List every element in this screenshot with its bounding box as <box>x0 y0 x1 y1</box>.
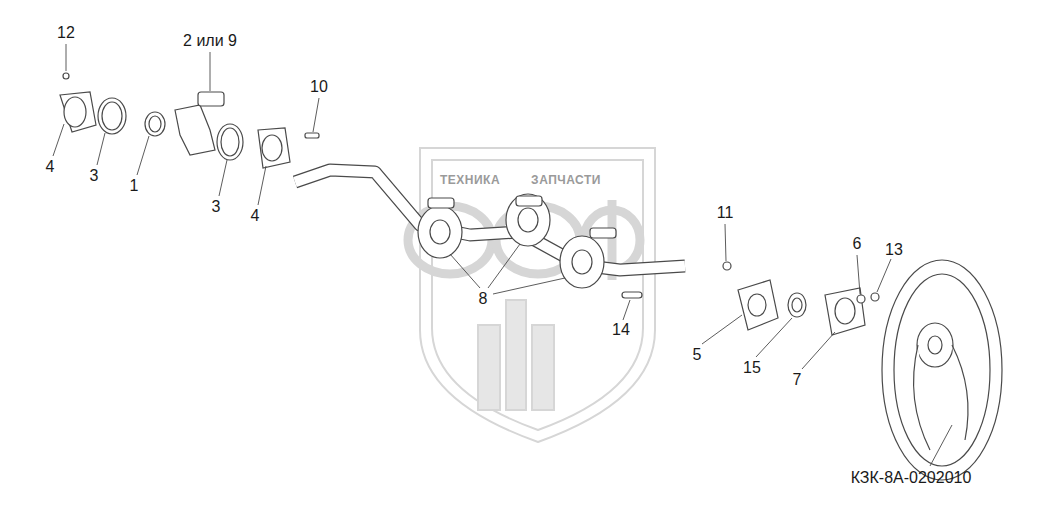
callout-number: 14 <box>612 322 630 338</box>
callout-number: 4 <box>46 159 55 175</box>
callout-number: 15 <box>743 360 761 376</box>
callout-number: 12 <box>57 25 75 41</box>
callout-number: 3 <box>90 168 99 184</box>
crank-shaft <box>295 170 685 270</box>
leader-lines <box>53 44 952 466</box>
watermark-text: ТЕХНИКА <box>440 174 500 186</box>
right-parts <box>622 260 1002 480</box>
callout-number: 3 <box>212 199 221 215</box>
callout-number: 1 <box>130 178 139 194</box>
callout-number: 8 <box>479 291 488 307</box>
callout-number: 13 <box>885 242 903 258</box>
callout-number: 7 <box>793 372 802 388</box>
watermark-logo <box>408 148 655 442</box>
callout-number: 5 <box>693 347 702 363</box>
callout-number: 10 <box>310 79 328 95</box>
callout-number: 2 или 9 <box>183 33 237 49</box>
parts <box>60 73 319 168</box>
callout-number: 6 <box>853 236 862 252</box>
callout-number: 11 <box>717 205 734 221</box>
watermark-text: ЗАПЧАСТИ <box>531 174 601 186</box>
drawing-code: КЗК-8А-0202010 <box>851 470 972 486</box>
crank-shaft-fill <box>295 170 685 270</box>
callout-number: 4 <box>251 208 260 224</box>
bearings <box>418 194 616 288</box>
